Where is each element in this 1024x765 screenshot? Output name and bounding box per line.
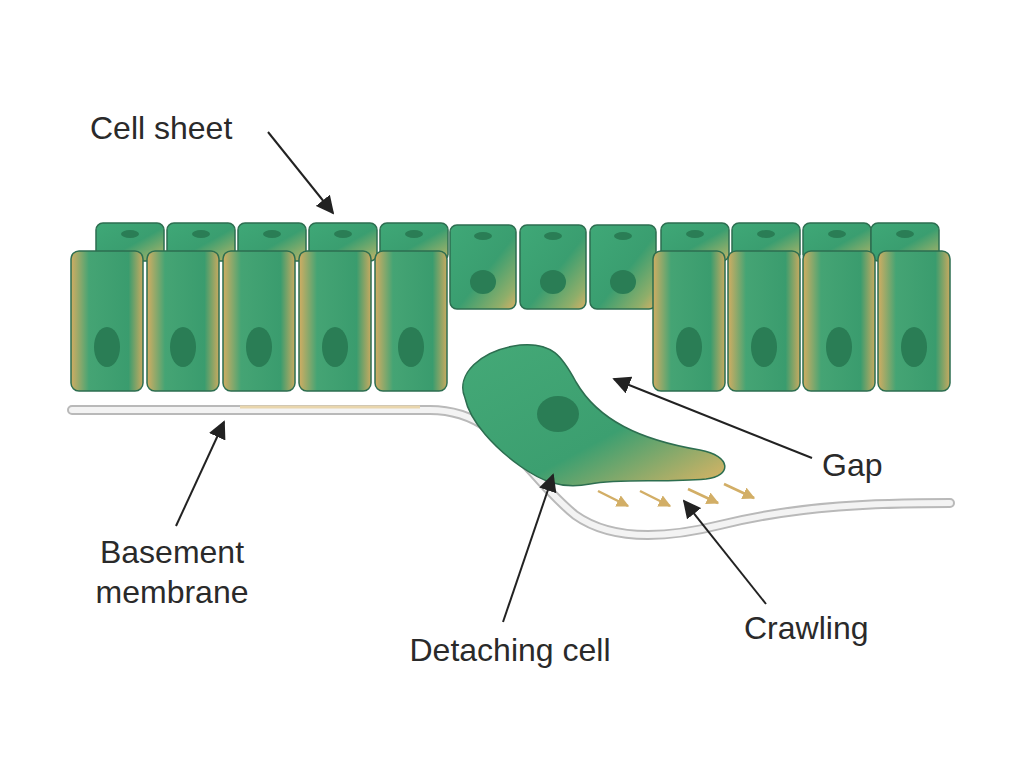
part-label: Gap [822, 445, 882, 485]
epithelial-cell [147, 251, 219, 391]
epithelial-cell [878, 251, 950, 391]
epithelial-cell [375, 251, 447, 391]
epithelial-cell [520, 225, 586, 309]
gap-cells [450, 225, 656, 309]
part-label: Detaching cell [380, 630, 640, 670]
epithelial-cell [803, 251, 875, 391]
epithelial-cell [590, 225, 656, 309]
part-label: Cell sheet [90, 108, 232, 148]
epithelial-cell [71, 251, 143, 391]
epithelial-cell [223, 251, 295, 391]
epithelial-cell [728, 251, 800, 391]
crawling-arrows [598, 484, 754, 506]
part-label: Crawling [744, 608, 868, 648]
leader-lines [176, 132, 812, 622]
detaching-cell [463, 345, 725, 486]
epithelial-cell [653, 251, 725, 391]
membrane-shadow [240, 406, 420, 409]
epithelial-cell [450, 225, 516, 309]
epithelial-cell [299, 251, 371, 391]
part-label: Basement membrane [72, 532, 272, 612]
cell-nucleus [537, 396, 579, 432]
